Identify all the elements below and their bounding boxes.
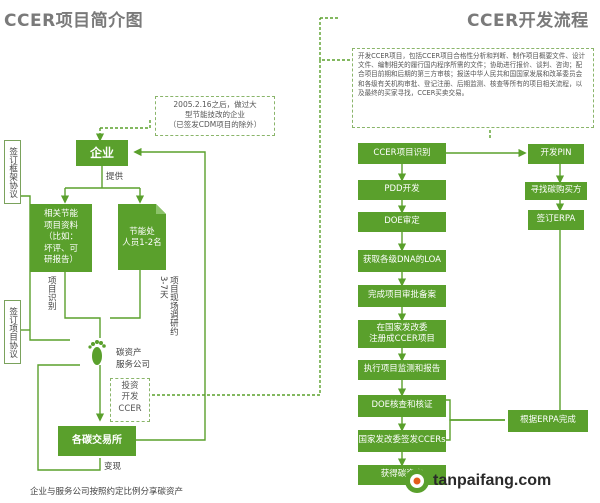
right-title: CCER开发流程 <box>467 11 589 31</box>
flow-step: DOE核查和核证 <box>358 395 446 417</box>
note-box: 2005.2.16之后，做过大 型节能技改的企业 （已签发CDM项目的除外） <box>155 96 275 136</box>
document-icon <box>118 204 166 270</box>
realize-label: 变现 <box>104 462 122 472</box>
invest-box: 投资 开发 CCER <box>110 378 150 422</box>
side-step-buyer: 寻找碳购买方 <box>525 182 587 200</box>
bottom-caption: 企业与服务公司按照约定比例分享碳资产 <box>30 487 184 497</box>
flow-step: 完成项目审批备案 <box>358 285 446 307</box>
left-title: CCER项目简介图 <box>4 11 144 31</box>
flow-step: 执行项目监测和报告 <box>358 360 446 380</box>
sign-project-box: 签订项目协议 <box>4 300 21 364</box>
watermark-text: tanpaifang.com <box>433 472 552 489</box>
exchange-box: 各碳交易所 <box>58 426 136 456</box>
dept-doc-shape: 节能处 人员1-2名 <box>118 204 166 270</box>
side-step-pin: 开发PIN <box>528 144 584 164</box>
watermark: tanpaifang.com <box>404 465 551 497</box>
flow-step: 国家发改委签发CCERs <box>358 430 446 452</box>
flow-step: CCER项目识别 <box>358 143 446 164</box>
carbon-company-label: 碳资产 服务公司 <box>116 348 151 370</box>
flow-step: 在国家发改委 注册成CCER项目 <box>358 320 446 348</box>
site-visit-label: 项目现场调研约3-7天 <box>158 276 179 336</box>
flow-step: PDD开发 <box>358 180 446 200</box>
dept-box: 节能处 人员1-2名 <box>122 226 162 248</box>
erpa-done-box: 根据ERPA完成 <box>508 410 588 432</box>
provide-label: 提供 <box>106 172 124 182</box>
flow-step: DOE审定 <box>358 212 446 232</box>
flow-step: 获取各级DNA的LOA <box>358 250 446 272</box>
footprint-icon <box>86 338 112 372</box>
watermark-logo-icon <box>405 469 429 493</box>
project-identify-label: 项目识别 <box>46 276 57 310</box>
sign-framework-box: 签订框架协议 <box>4 140 21 204</box>
enterprise-box: 企业 <box>76 140 128 166</box>
description-box: 开发CCER项目，包括CCER项目合格性分析和判断、制作项目概要文件、设计文件、… <box>352 48 594 128</box>
side-step-erpa: 签订ERPA <box>528 210 584 230</box>
project-docs-box: 相关节能 项目资料 （比如： 坏评、可 研报告） <box>30 204 92 272</box>
